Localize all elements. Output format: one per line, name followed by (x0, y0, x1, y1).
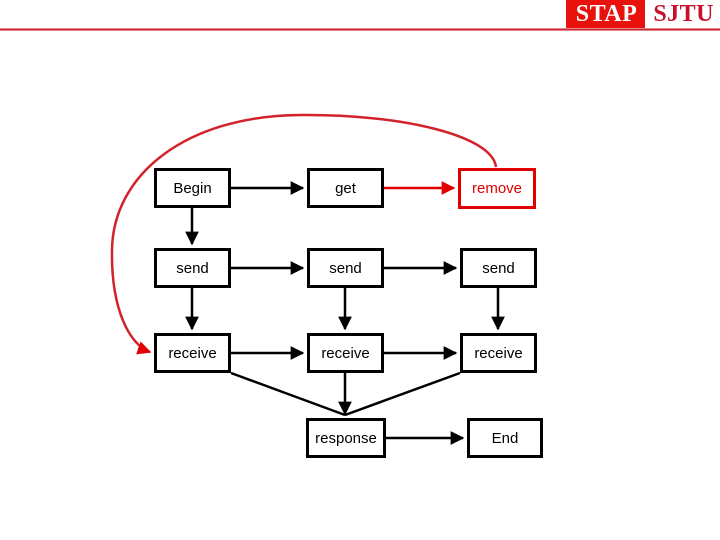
node-label: receive (321, 344, 370, 362)
node-receive-1[interactable]: receive (154, 333, 231, 373)
node-receive-2[interactable]: receive (307, 333, 384, 373)
node-send-1[interactable]: send (154, 248, 231, 288)
header-divider-rule (0, 28, 720, 31)
brand-logo: STAP SJTU (565, 0, 720, 28)
edge-receive1-response (230, 371, 346, 417)
node-label: send (329, 259, 362, 277)
node-label: get (335, 179, 356, 197)
node-receive-3[interactable]: receive (460, 333, 537, 373)
node-response[interactable]: response (306, 418, 386, 458)
node-label: send (482, 259, 515, 277)
node-begin[interactable]: Begin (154, 168, 231, 208)
edge-receive3-response (344, 371, 461, 417)
node-label: remove (471, 180, 523, 197)
edge-remove-receive1-curve (110, 113, 498, 355)
node-send-2[interactable]: send (307, 248, 384, 288)
node-label: receive (168, 344, 217, 362)
logo-text-sjtu: SJTU (645, 0, 720, 28)
node-end[interactable]: End (467, 418, 543, 458)
node-label: End (491, 429, 519, 447)
node-label: send (176, 259, 209, 277)
node-send-3[interactable]: send (460, 248, 537, 288)
node-get[interactable]: get (307, 168, 384, 208)
node-remove[interactable]: remove (458, 168, 536, 209)
node-label: Begin (173, 179, 212, 197)
node-label: response (315, 429, 377, 447)
logo-text-stap: STAP (565, 0, 646, 28)
node-label: receive (474, 344, 523, 362)
